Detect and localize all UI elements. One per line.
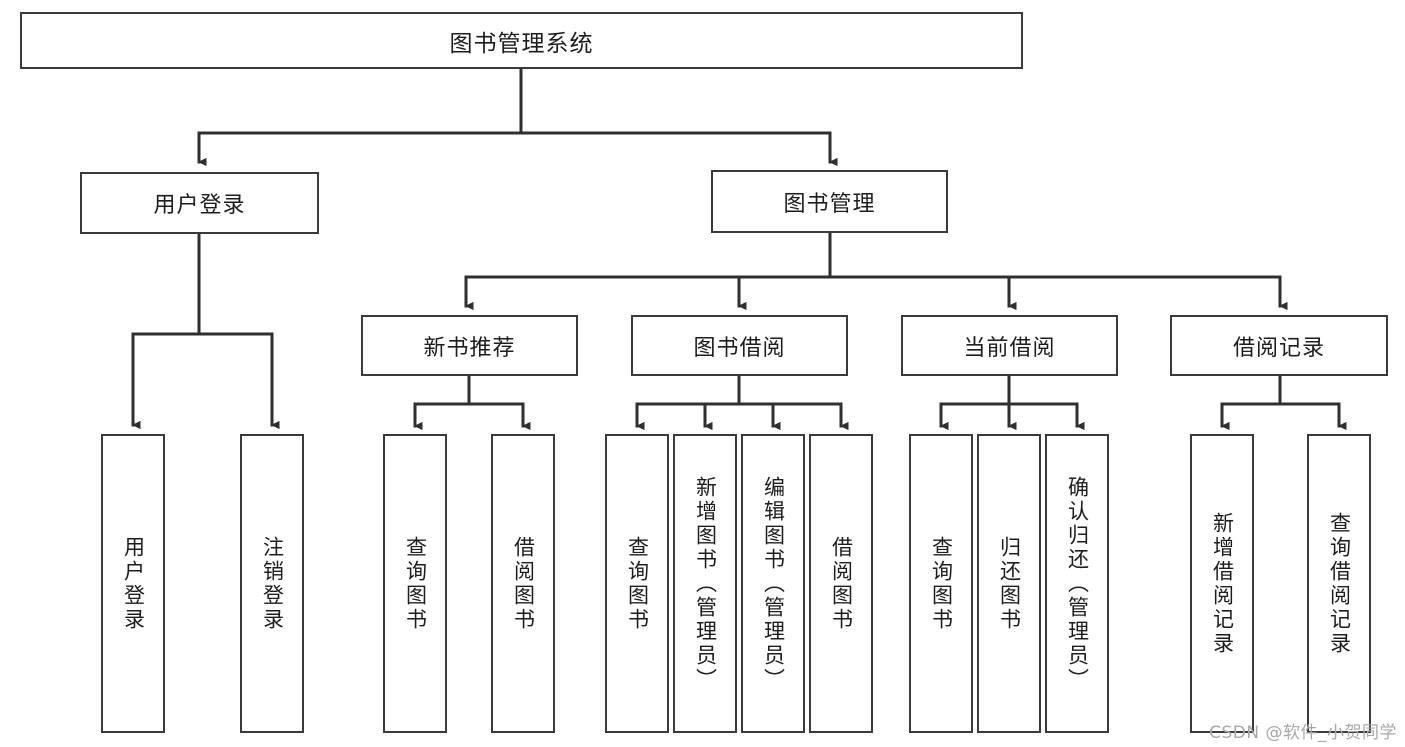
node-book-manage-label: 图书管理 <box>783 191 876 217</box>
node-leaf-query-book-3-label: 查询图书 <box>929 535 954 632</box>
node-leaf-return-book-label: 归还图书 <box>997 535 1022 632</box>
node-leaf-confirm-return[interactable]: 确认归还（管理员） <box>1045 434 1109 733</box>
node-leaf-query-book-2[interactable]: 查询图书 <box>605 434 669 733</box>
node-new-book-recommend-label: 新书推荐 <box>423 335 516 361</box>
node-new-book-recommend[interactable]: 新书推荐 <box>361 315 578 376</box>
node-borrow-record-label: 借阅记录 <box>1232 335 1325 361</box>
node-user-login-label: 用户登录 <box>153 193 246 218</box>
node-borrow-record[interactable]: 借阅记录 <box>1170 315 1388 376</box>
node-leaf-user-login-label: 用户登录 <box>121 535 146 632</box>
node-leaf-user-login[interactable]: 用户登录 <box>101 434 165 733</box>
node-book-borrow[interactable]: 图书借阅 <box>631 315 848 376</box>
node-leaf-user-logout-label: 注销登录 <box>260 535 285 632</box>
node-user-login[interactable]: 用户登录 <box>80 172 319 234</box>
node-leaf-borrow-book-2[interactable]: 借阅图书 <box>809 434 873 733</box>
node-leaf-query-book-1-label: 查询图书 <box>403 535 428 632</box>
node-leaf-user-logout[interactable]: 注销登录 <box>240 434 304 733</box>
node-leaf-add-book-label: 新增图书（管理员） <box>693 475 718 692</box>
watermark: CSDN @软件_小贺同学 <box>1209 723 1397 743</box>
node-leaf-edit-book-label: 编辑图书（管理员） <box>761 475 786 692</box>
node-root-label: 图书管理系统 <box>449 30 594 57</box>
node-leaf-confirm-return-label: 确认归还（管理员） <box>1065 475 1090 692</box>
node-leaf-borrow-book-2-label: 借阅图书 <box>829 535 854 632</box>
node-leaf-add-record[interactable]: 新增借阅记录 <box>1190 434 1254 733</box>
node-root[interactable]: 图书管理系统 <box>20 12 1023 69</box>
node-leaf-query-book-1[interactable]: 查询图书 <box>383 434 447 733</box>
node-leaf-return-book[interactable]: 归还图书 <box>977 434 1041 733</box>
node-leaf-borrow-book-1[interactable]: 借阅图书 <box>491 434 555 733</box>
node-leaf-query-record[interactable]: 查询借阅记录 <box>1307 434 1371 733</box>
node-leaf-query-record-label: 查询借阅记录 <box>1327 511 1352 656</box>
node-current-borrow-label: 当前借阅 <box>963 335 1056 361</box>
node-leaf-add-record-label: 新增借阅记录 <box>1210 511 1235 656</box>
node-leaf-edit-book[interactable]: 编辑图书（管理员） <box>741 434 805 733</box>
node-leaf-query-book-3[interactable]: 查询图书 <box>909 434 973 733</box>
node-leaf-borrow-book-1-label: 借阅图书 <box>511 535 536 632</box>
node-book-borrow-label: 图书借阅 <box>693 335 786 361</box>
node-book-manage[interactable]: 图书管理 <box>711 170 948 233</box>
node-leaf-add-book[interactable]: 新增图书（管理员） <box>673 434 737 733</box>
node-current-borrow[interactable]: 当前借阅 <box>901 315 1118 376</box>
node-leaf-query-book-2-label: 查询图书 <box>625 535 650 632</box>
